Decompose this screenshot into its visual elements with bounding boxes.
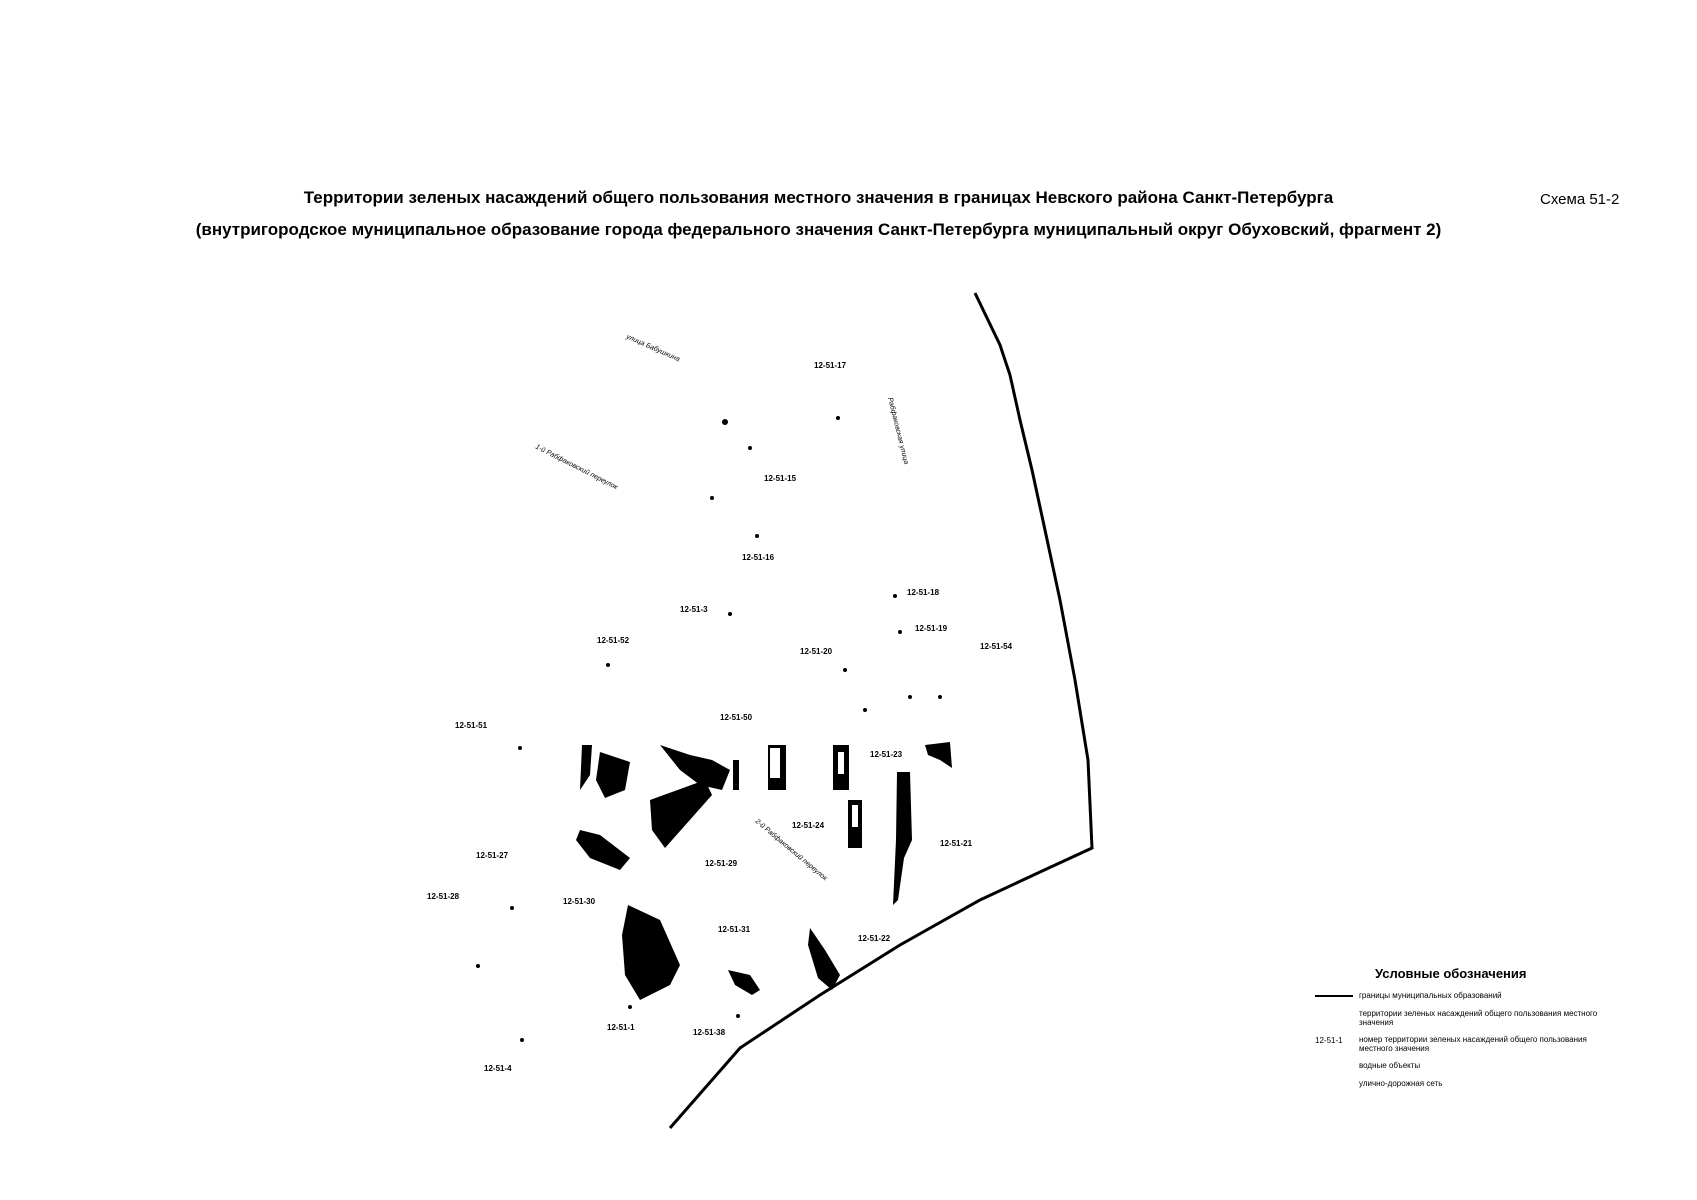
legend-item: водные объекты: [1315, 1061, 1615, 1071]
territory-number: 12-51-21: [940, 839, 973, 848]
green-territories: [476, 416, 952, 1042]
territory-number: 12-51-50: [720, 713, 753, 722]
territory-number: 12-51-52: [597, 636, 630, 645]
territory-number: 12-51-4: [484, 1064, 512, 1073]
territory-number: 12-51-20: [800, 647, 833, 656]
legend-item: улично-дорожная сеть: [1315, 1079, 1615, 1089]
legend-text: улично-дорожная сеть: [1359, 1079, 1443, 1088]
map-title: Территории зеленых насаждений общего пол…: [303, 188, 1334, 207]
legend-text: территории зеленых насаждений общего пол…: [1359, 1009, 1598, 1027]
scheme-number: Схема 51-2: [1540, 191, 1620, 208]
legend-item: границы муниципальных образований: [1315, 991, 1615, 1001]
map-subtitle: (внутригородское муниципальное образован…: [195, 220, 1442, 239]
legend-text: водные объекты: [1359, 1061, 1421, 1070]
territory-number: 12-51-27: [476, 851, 509, 860]
legend-text: номер территории зеленых насаждений обще…: [1359, 1035, 1587, 1053]
territory-number: 12-51-51: [455, 721, 488, 730]
street-label: улица Бабушкина: [624, 332, 681, 363]
territory-number: 12-51-28: [427, 892, 460, 901]
territory-number: 12-51-24: [792, 821, 825, 830]
territory-number: 12-51-29: [705, 859, 738, 868]
territory-number: 12-51-54: [980, 642, 1013, 651]
street-label: 1-й Рабфаковский переулок: [534, 443, 620, 492]
territory-number: 12-51-31: [718, 925, 751, 934]
territory-number: 12-51-22: [858, 934, 891, 943]
legend-symbol-number: 12-51-1: [1315, 1035, 1343, 1045]
map-legend: Условные обозначения границы муниципальн…: [1315, 966, 1615, 1097]
territory-number: 12-51-16: [742, 553, 775, 562]
legend-text: границы муниципальных образований: [1359, 991, 1502, 1000]
legend-symbol-water: [1315, 1061, 1359, 1071]
territory-number: 12-51-18: [907, 588, 940, 597]
territory-number: 12-51-23: [870, 750, 903, 759]
legend-symbol-boundary: [1315, 991, 1359, 1001]
territory-number: 12-51-3: [680, 605, 708, 614]
legend-title: Условные обозначения: [1375, 966, 1527, 981]
legend-item: территории зеленых насаждений общего пол…: [1315, 1009, 1615, 1027]
territory-labels: 12-51-17 12-51-15 12-51-16 12-51-18 12-5…: [427, 361, 1013, 1073]
legend-symbol-green: [1315, 1009, 1359, 1019]
territory-number: 12-51-15: [764, 474, 797, 483]
territory-number: 12-51-17: [814, 361, 847, 370]
legend-symbol-roads: [1315, 1079, 1359, 1089]
legend-item: 12-51-1 номер территории зеленых насажде…: [1315, 1035, 1615, 1053]
territory-number: 12-51-30: [563, 897, 596, 906]
municipal-boundary: [668, 292, 1094, 1129]
street-label: Рабфаковская улица: [886, 397, 910, 466]
territory-number: 12-51-38: [693, 1028, 726, 1037]
territory-number: 12-51-1: [607, 1023, 635, 1032]
territory-number: 12-51-19: [915, 624, 948, 633]
